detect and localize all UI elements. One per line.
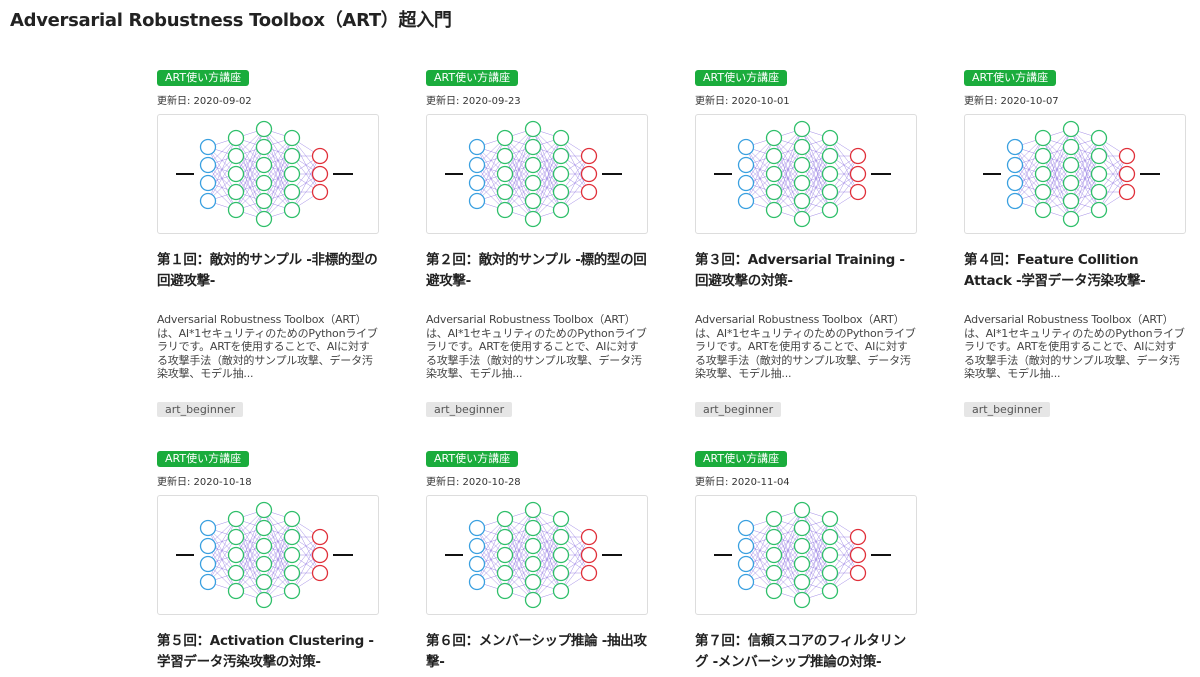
thumbnail-illustration <box>714 501 891 609</box>
article-thumbnail[interactable] <box>157 495 379 615</box>
updated-date: 更新日: 2020-10-28 <box>426 477 521 488</box>
article-thumbnail[interactable] <box>964 114 1186 234</box>
article-card[interactable]: ART使い方講座 更新日: 2020-09-23 第２回：敵対的サンプル -標的… <box>426 66 648 417</box>
article-excerpt: Adversarial Robustness Toolbox（ART）は、AI*… <box>426 313 647 380</box>
thumbnail-illustration <box>176 501 353 609</box>
tag-chip[interactable]: art_beginner <box>157 402 244 417</box>
article-card[interactable]: ART使い方講座 更新日: 2020-10-01 第３回：Adversarial… <box>695 66 917 417</box>
article-thumbnail[interactable] <box>157 114 379 234</box>
article-card[interactable]: ART使い方講座 更新日: 2020-09-02 第１回：敵対的サンプル -非標… <box>157 66 379 417</box>
updated-date: 更新日: 2020-09-02 <box>157 96 252 107</box>
article-excerpt: Adversarial Robustness Toolbox（ART）は、AI*… <box>157 313 378 380</box>
article-thumbnail[interactable] <box>426 495 648 615</box>
article-title[interactable]: 第３回：Adversarial Training -回避攻撃の対策- <box>695 252 905 289</box>
article-title[interactable]: 第５回：Activation Clustering -学習データ汚染攻撃の対策- <box>157 633 374 670</box>
updated-date: 更新日: 2020-10-07 <box>964 96 1059 107</box>
category-badge[interactable]: ART使い方講座 <box>157 70 250 86</box>
article-thumbnail[interactable] <box>695 114 917 234</box>
article-title[interactable]: 第１回：敵対的サンプル -非標的型の回避攻撃- <box>157 252 378 289</box>
updated-date: 更新日: 2020-11-04 <box>695 477 790 488</box>
category-badge[interactable]: ART使い方講座 <box>426 451 519 467</box>
thumbnail-illustration <box>983 120 1160 228</box>
article-title[interactable]: 第４回：Feature Collition Attack -学習データ汚染攻撃- <box>964 252 1146 289</box>
article-excerpt: Adversarial Robustness Toolbox（ART）は、AI*… <box>695 313 916 380</box>
updated-date: 更新日: 2020-09-23 <box>426 96 521 107</box>
updated-date: 更新日: 2020-10-18 <box>157 477 252 488</box>
tag-chip[interactable]: art_beginner <box>695 402 782 417</box>
thumbnail-illustration <box>445 120 622 228</box>
article-excerpt: Adversarial Robustness Toolbox（ART）は、AI*… <box>964 313 1185 380</box>
article-card[interactable]: ART使い方講座 更新日: 2020-10-18 第５回：Activation … <box>157 447 379 673</box>
updated-date: 更新日: 2020-10-01 <box>695 96 790 107</box>
article-card[interactable]: ART使い方講座 更新日: 2020-10-07 第４回：Feature Col… <box>964 66 1186 417</box>
category-badge[interactable]: ART使い方講座 <box>157 451 250 467</box>
category-badge[interactable]: ART使い方講座 <box>426 70 519 86</box>
article-card[interactable]: ART使い方講座 更新日: 2020-10-28 第６回：メンバーシップ推論 -… <box>426 447 648 673</box>
category-badge[interactable]: ART使い方講座 <box>695 70 788 86</box>
tag-chip[interactable]: art_beginner <box>426 402 513 417</box>
article-title[interactable]: 第６回：メンバーシップ推論 -抽出攻撃- <box>426 633 647 670</box>
page-title: Adversarial Robustness Toolbox（ART）超入門 <box>10 10 452 31</box>
category-badge[interactable]: ART使い方講座 <box>695 451 788 467</box>
thumbnail-illustration <box>714 120 891 228</box>
thumbnail-illustration <box>445 501 622 609</box>
thumbnail-illustration <box>176 120 353 228</box>
category-badge[interactable]: ART使い方講座 <box>964 70 1057 86</box>
article-title[interactable]: 第７回：信頼スコアのフィルタリング -メンバーシップ推論の対策- <box>695 633 906 670</box>
article-thumbnail[interactable] <box>695 495 917 615</box>
article-thumbnail[interactable] <box>426 114 648 234</box>
article-card[interactable]: ART使い方講座 更新日: 2020-11-04 第７回：信頼スコアのフィルタリ… <box>695 447 917 673</box>
tag-chip[interactable]: art_beginner <box>964 402 1051 417</box>
article-title[interactable]: 第２回：敵対的サンプル -標的型の回避攻撃- <box>426 252 647 289</box>
